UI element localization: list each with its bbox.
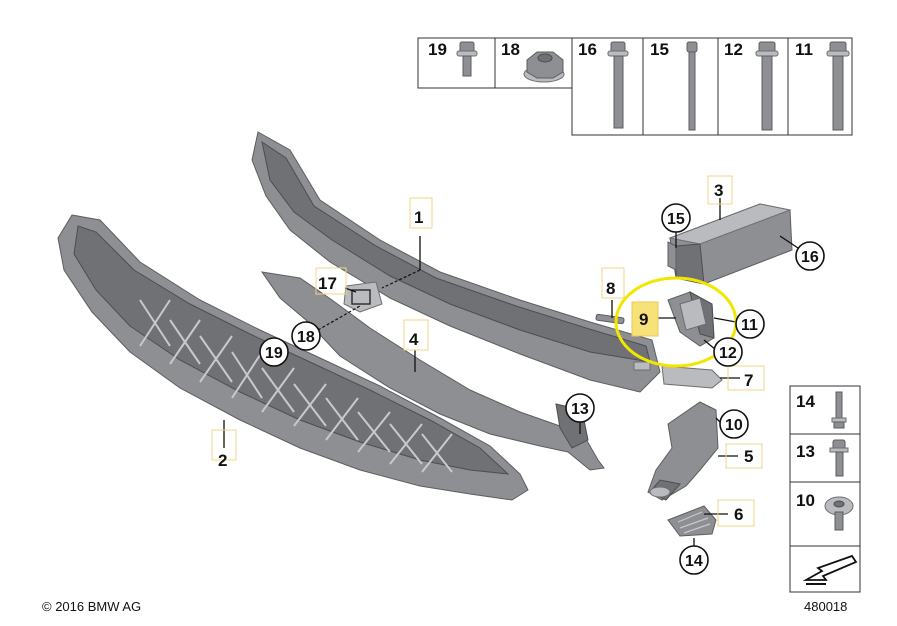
callout-16: 16 bbox=[801, 249, 819, 266]
orientation-arrow-box bbox=[789, 545, 861, 593]
part-6-cover bbox=[667, 505, 717, 537]
fastener-12-bolt bbox=[755, 41, 779, 131]
leader-lines bbox=[223, 198, 799, 546]
callout-11: 11 bbox=[741, 317, 758, 334]
header-label-16: 16 bbox=[578, 40, 597, 59]
diagram-number: 480018 bbox=[804, 599, 847, 614]
callout-6: 6 bbox=[734, 505, 743, 524]
callout-1: 1 bbox=[414, 208, 423, 227]
header-label-11: 11 bbox=[795, 40, 813, 59]
part-3-crash-box bbox=[667, 203, 793, 285]
part-5-holder bbox=[647, 401, 719, 501]
part-8-pin bbox=[595, 313, 625, 325]
callout-14: 14 bbox=[685, 553, 703, 570]
part-7-extension bbox=[661, 365, 723, 389]
callout-9: 9 bbox=[639, 310, 648, 329]
fastener-18-nut bbox=[523, 51, 565, 83]
fastener-19-bolt bbox=[456, 41, 478, 77]
copyright-notice: © 2016 BMW AG bbox=[42, 599, 141, 614]
callout-15: 15 bbox=[667, 211, 685, 228]
fastener-16-bolt bbox=[607, 41, 629, 129]
header-label-12: 12 bbox=[724, 40, 743, 59]
fastener-10-rivet bbox=[824, 496, 854, 531]
callout-3: 3 bbox=[714, 181, 723, 200]
fastener-header-box: 19 18 16 15 12 11 bbox=[417, 37, 853, 136]
fastener-11-bolt bbox=[826, 41, 850, 131]
callout-13: 13 bbox=[571, 401, 589, 418]
side-label-13: 13 bbox=[796, 442, 815, 461]
part-2-absorber bbox=[57, 214, 529, 501]
callout-5: 5 bbox=[744, 447, 753, 466]
fastener-13-bolt bbox=[829, 439, 849, 477]
part-9-bracket bbox=[667, 291, 715, 347]
callout-7: 7 bbox=[744, 371, 753, 390]
side-label-14: 14 bbox=[796, 392, 815, 411]
fastener-side-box: 14 13 10 bbox=[789, 385, 861, 593]
part-17-bracket bbox=[343, 281, 383, 313]
callout-10: 10 bbox=[725, 417, 743, 434]
fastener-15-stud bbox=[686, 41, 698, 131]
orientation-arrow-icon bbox=[802, 554, 858, 581]
callout-9-highlight bbox=[631, 301, 659, 337]
side-label-10: 10 bbox=[796, 491, 815, 510]
callout-18: 18 bbox=[297, 329, 315, 346]
callout-12: 12 bbox=[719, 345, 737, 362]
fastener-14-screw bbox=[831, 391, 847, 429]
callout-19: 19 bbox=[265, 345, 283, 362]
callout-2: 2 bbox=[218, 451, 227, 470]
callout-4: 4 bbox=[409, 330, 419, 349]
callout-labels: 1 2 3 4 5 6 7 8 17 9 15 16 11 12 10 13 1… bbox=[211, 175, 825, 575]
part-1-bumper-carrier bbox=[251, 131, 661, 393]
header-label-15: 15 bbox=[650, 40, 669, 59]
callout-8: 8 bbox=[606, 279, 615, 298]
header-label-19: 19 bbox=[428, 40, 447, 59]
header-label-18: 18 bbox=[501, 40, 520, 59]
callout-17: 17 bbox=[318, 274, 337, 293]
